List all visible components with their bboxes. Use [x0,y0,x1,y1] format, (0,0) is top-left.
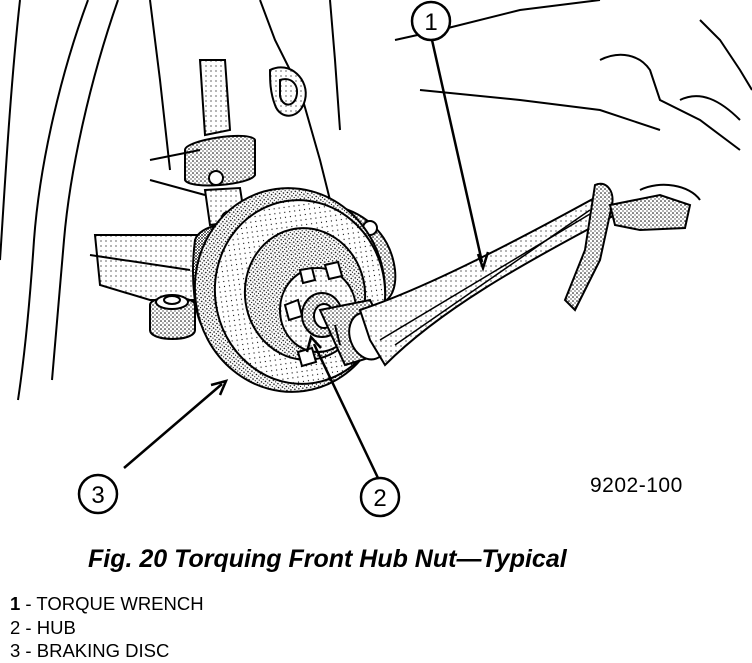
legend-item-label: HUB [36,616,76,638]
legend-item: 3 - BRAKING DISC [10,639,204,663]
callout-1-label: 1 [424,9,437,36]
legend-item: 2 - HUB [10,616,204,640]
callout-3-label: 3 [91,482,104,509]
legend-list: 1 - TORQUE WRENCH 2 - HUB 3 - BRAKING DI… [10,592,204,663]
callout-circles: 1 2 3 [77,0,452,518]
legend-item-label: TORQUE WRENCH [36,593,204,614]
legend-item-label: BRAKING DISC [36,640,170,661]
callout-3: 3 [77,473,119,515]
torque-wrench [318,182,701,367]
callout-1: 1 [410,0,452,42]
legend-item-separator: - [20,593,37,614]
legend-item-number: 2 [10,616,21,638]
legend-item-separator: - [20,616,37,638]
callout-leaders [123,39,490,479]
strut-assembly [149,59,256,227]
figure-code: 9202-100 [590,474,683,497]
legend-item-number: 1 [10,593,21,614]
legend-item-number: 3 [10,640,21,661]
figure-caption: Fig. 20 Torquing Front Hub Nut—Typical [88,545,567,573]
callout-2: 2 [359,476,401,518]
vehicle-body [0,0,752,401]
legend-item: 1 - TORQUE WRENCH [10,592,204,616]
hub-nut-illustration: 1 2 3 [0,0,752,518]
legend-item-separator: - [20,640,37,661]
callout-2-label: 2 [373,485,386,512]
